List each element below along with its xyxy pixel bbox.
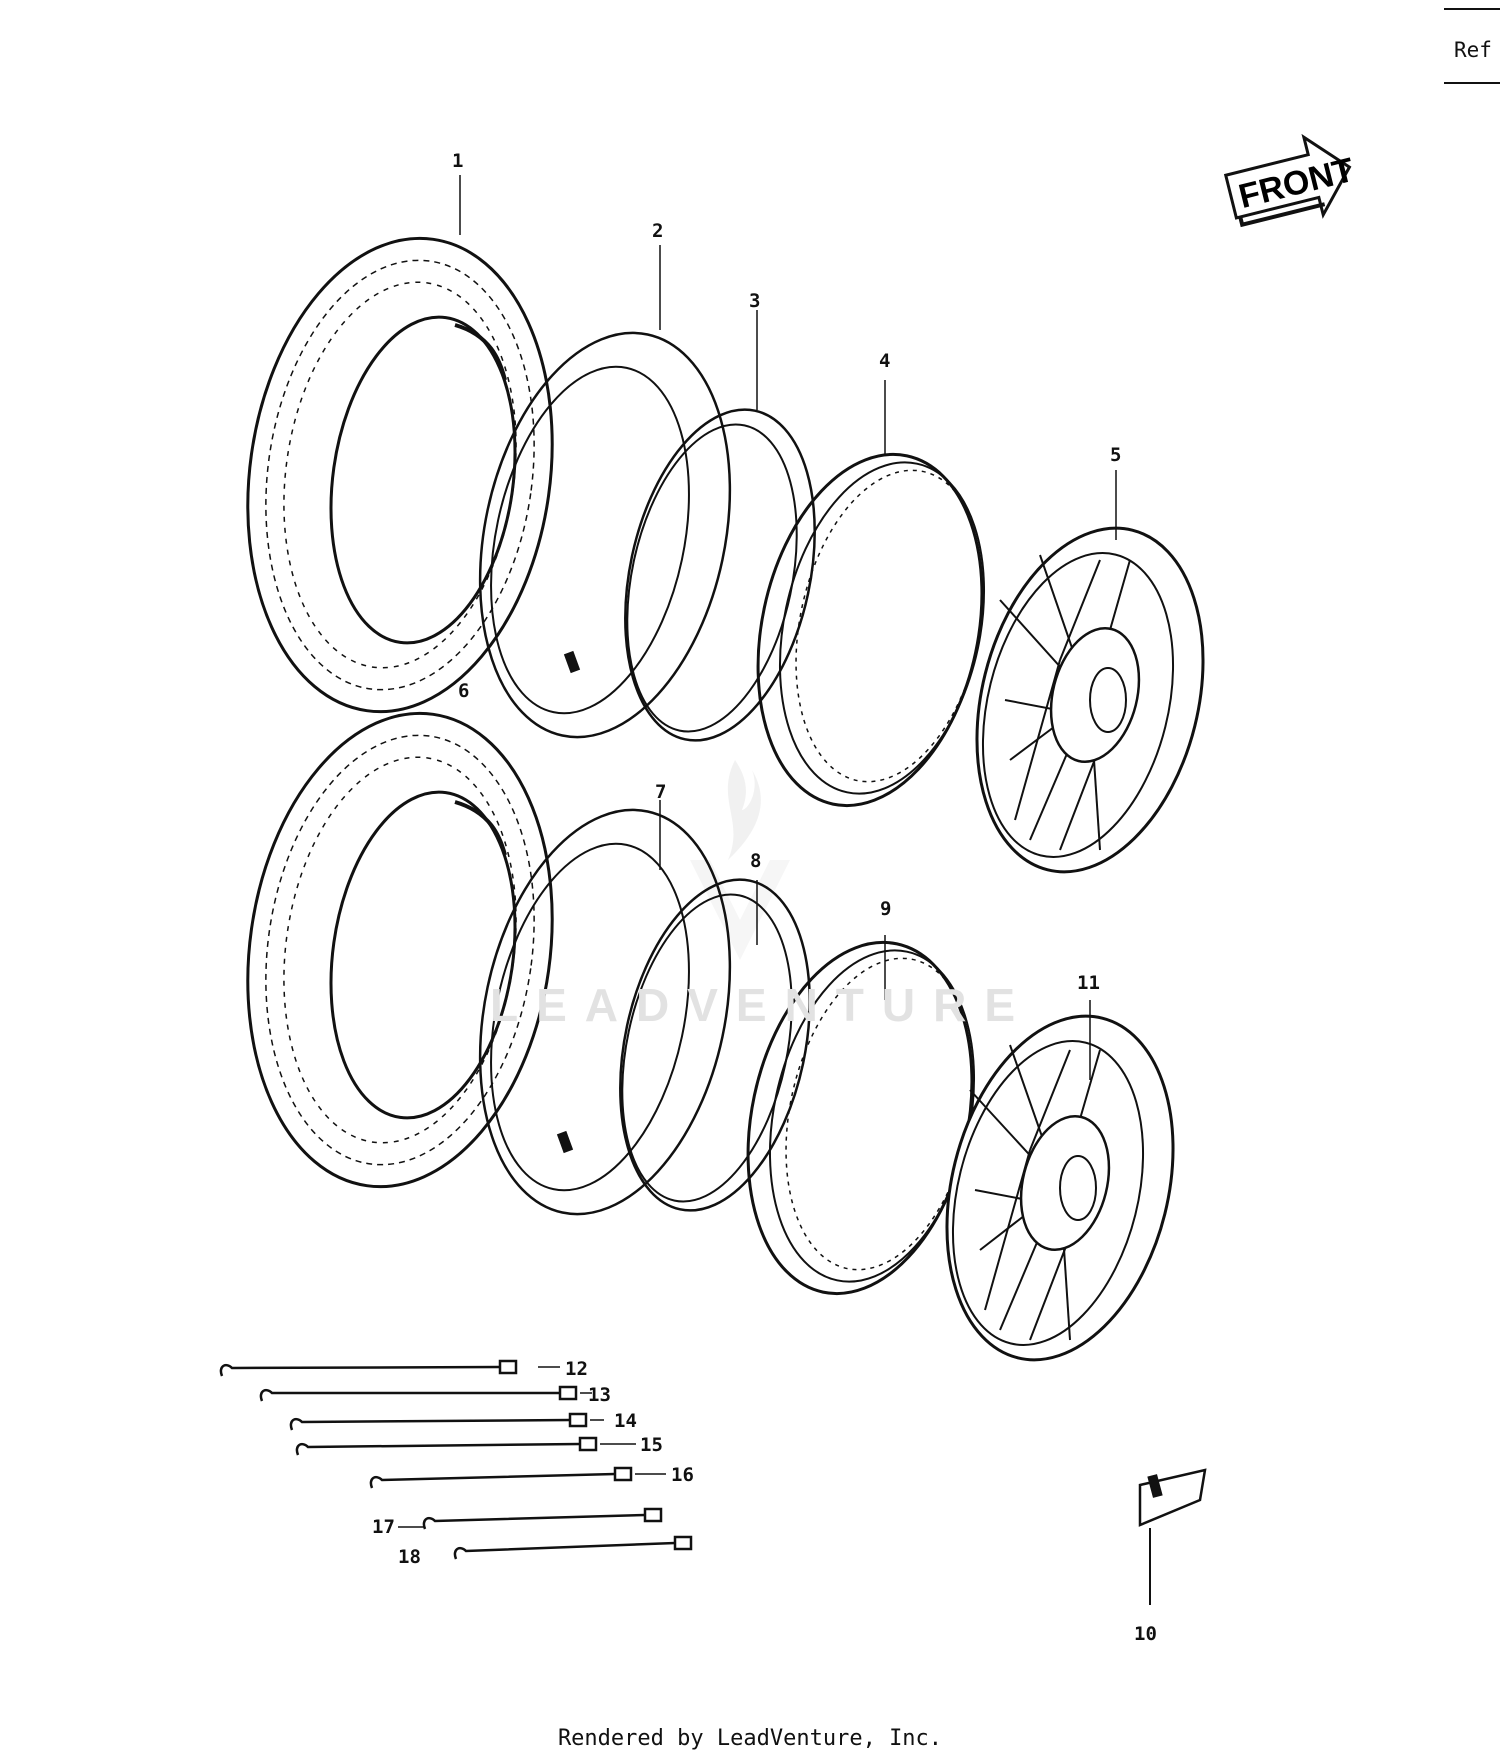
callout-16: 16: [671, 1464, 694, 1486]
front-wheel: [975, 526, 1205, 874]
callout-4: 4: [879, 350, 891, 372]
front-arrow-icon: FRONT: [1223, 133, 1358, 228]
callout-14: 14: [614, 1410, 637, 1432]
callout-7: 7: [655, 781, 667, 803]
callout-17: 17: [372, 1516, 395, 1538]
rear-tube: [478, 808, 732, 1216]
front-rim-band: [624, 408, 816, 742]
callout-10: 10: [1134, 1623, 1157, 1645]
front-rim: [756, 452, 986, 808]
reference-box: [1444, 8, 1500, 84]
leader-lines: [398, 175, 1117, 1528]
rear-tire: [246, 711, 554, 1189]
callout-5: 5: [1110, 444, 1122, 466]
callout-9: 9: [880, 898, 892, 920]
callout-15: 15: [640, 1434, 663, 1456]
callout-11: 11: [1077, 972, 1100, 994]
callout-8: 8: [750, 850, 762, 872]
reference-label: Ref: [1454, 38, 1492, 62]
callout-6: 6: [458, 680, 470, 702]
footer-credit: Rendered by LeadVenture, Inc.: [557, 1726, 943, 1751]
front-tube: [478, 331, 732, 739]
callout-2: 2: [652, 220, 664, 242]
callout-3: 3: [749, 290, 761, 312]
rear-wheel: [945, 1014, 1175, 1362]
front-tire: [246, 236, 554, 714]
callout-1: 1: [452, 150, 464, 172]
spokes-group: [219, 1359, 693, 1560]
callout-12: 12: [565, 1358, 588, 1380]
valve-weight: [1138, 1468, 1207, 1605]
callout-13: 13: [588, 1384, 611, 1406]
callout-18: 18: [398, 1546, 421, 1568]
watermark-text: LEADVENTURE: [490, 979, 1034, 1031]
rear-rim-band: [619, 878, 811, 1212]
